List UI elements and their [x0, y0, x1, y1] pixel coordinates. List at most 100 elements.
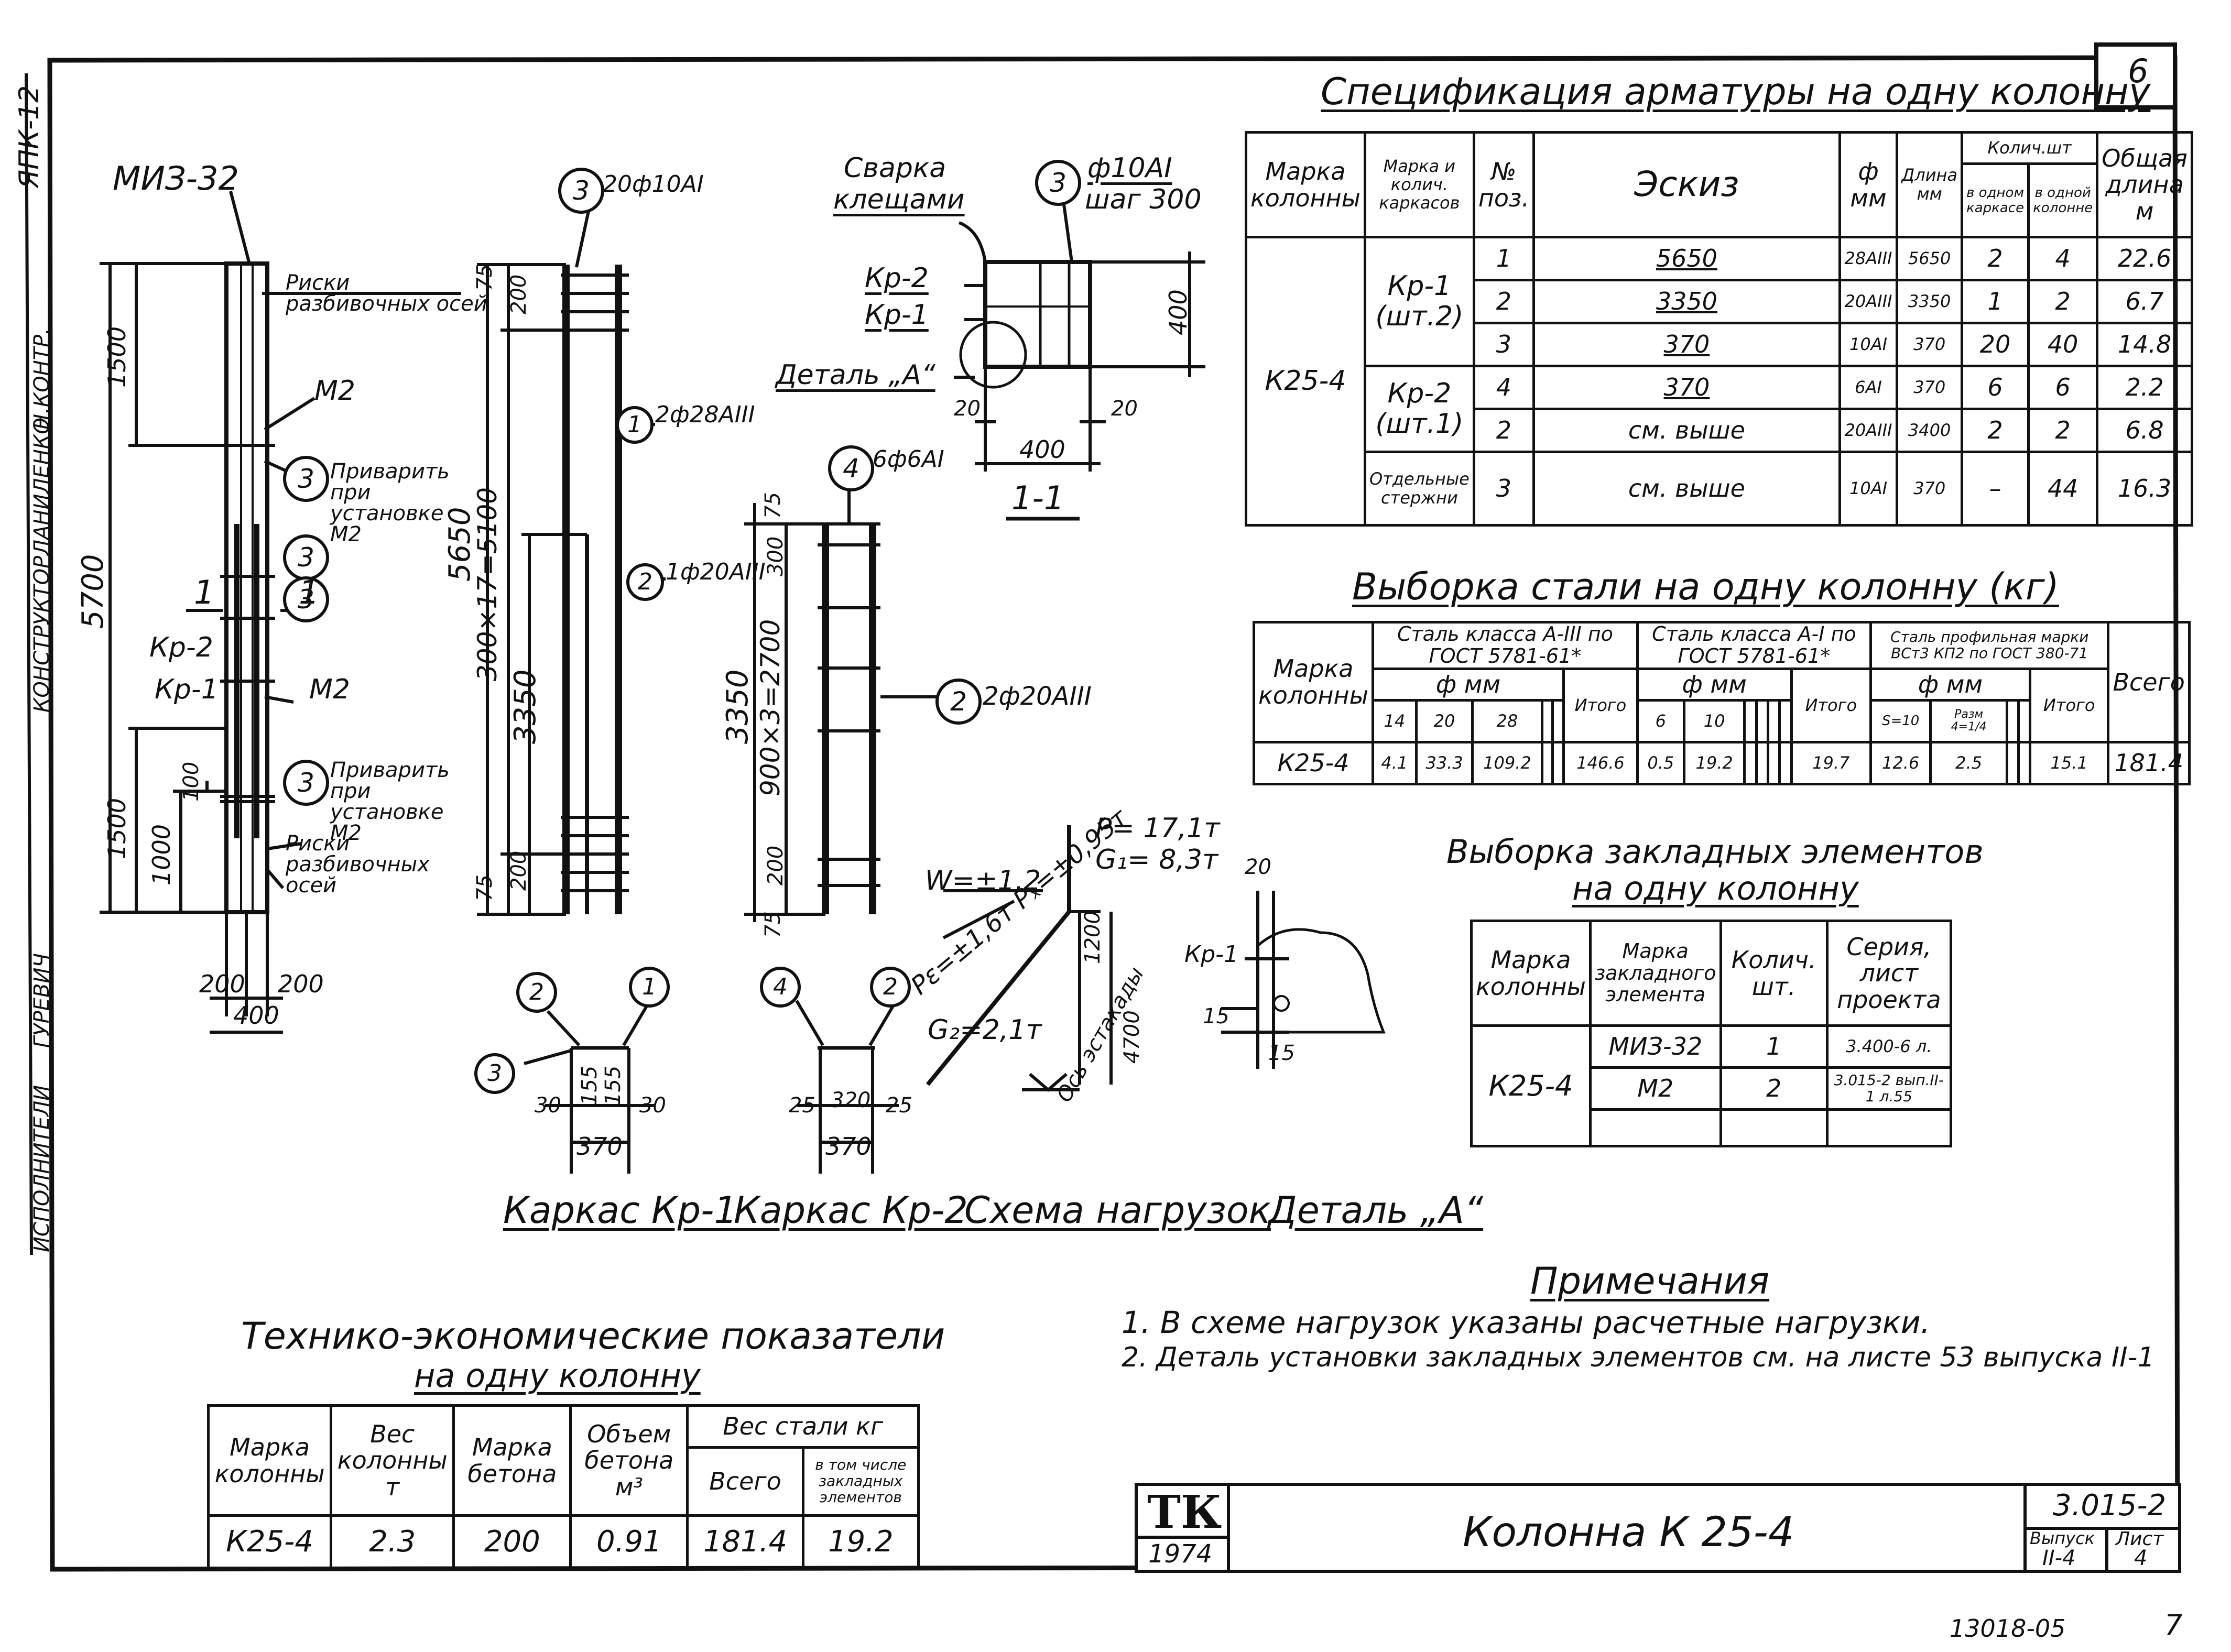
dim-1000: 1000 [147, 824, 176, 885]
steel-val-a3 [1551, 740, 1565, 785]
s11-dim-20-right: 20 [1111, 397, 1138, 421]
ind-h-steel-embedded: в том числе закладных элементов [801, 1446, 920, 1517]
emb-ref: 3.015-2 вып.II-1 л.55 [1825, 1066, 1953, 1111]
emb-row-2: М2 2 3.015-2 вып.II-1 л.55 [1472, 1066, 1953, 1111]
callout-3a: 3 [283, 456, 329, 502]
weld-label-2: клещами [833, 184, 965, 215]
notes-title: Примечания [1530, 1260, 1770, 1303]
kr1-dim-pitch: 300×17=5100 [472, 487, 503, 681]
spec-qc: 4 [2027, 236, 2099, 281]
emb-h-qty: Колич. шт. [1719, 920, 1829, 1027]
s11-dim-400-h: 400 [1164, 289, 1192, 335]
steel-h-itogo-prof: Итого [2028, 667, 2110, 743]
dim-1500-top: 1500 [103, 326, 131, 388]
load-dim-4700: 4700 [1120, 1010, 1144, 1064]
m2-label-bottom: М2 [309, 674, 350, 705]
spec-total: 16.3 [2096, 451, 2193, 527]
spec-frame-kr2: Кр-2 (шт.1) [1363, 365, 1475, 453]
steel-sub-a3: 20 [1414, 698, 1474, 743]
steel-h-group-a3: Сталь класса А-III по ГОСТ 5781-61* [1371, 621, 1639, 670]
spec-len: 3400 [1896, 408, 1964, 453]
dim-200-left: 200 [199, 970, 245, 998]
callout-kr1-1: 1 [616, 406, 654, 444]
spec-total: 22.6 [2096, 236, 2193, 281]
embed-miz32-label: МИЗ-32 [113, 159, 239, 198]
spec-row-1: К25-4 Кр-1 (шт.2) 1 5650 28АIII 5650 2 4… [1245, 236, 2193, 527]
side-top-code: ЯПК-12 [14, 85, 45, 189]
dim-100: 100 [179, 761, 203, 802]
steel-val-a3 [1540, 740, 1554, 785]
s11-dim-20-left: 20 [954, 397, 981, 421]
steel-sub-a1 [1743, 698, 1758, 743]
spec-row-2: 2 3350 20АIII 3350 1 2 6.7 [1246, 279, 2193, 324]
spec-len: 370 [1896, 322, 1964, 367]
spec-pos: 2 [1472, 279, 1536, 324]
emb-h-ref: Серия, лист проекта [1825, 920, 1953, 1027]
rebar-spec-table: Марка колонны Марка и колич. каркасов № … [1245, 131, 2193, 527]
steel-sub-a1 [1778, 698, 1793, 743]
load-g2: G₂=2,1т [928, 1014, 1042, 1046]
ind-h-weight: Вес колонны т [330, 1404, 455, 1517]
steel-val-a3: 109.2 [1471, 740, 1543, 785]
embedded-table: Марка колонны Марка закладного элемента … [1470, 920, 1953, 1147]
kr2-dim-75-bottom: 75 [761, 911, 785, 938]
spec-sketch: 3350 [1532, 279, 1841, 324]
steel-val-a1 [1743, 740, 1758, 785]
ind-val-steel: 181.4 [686, 1514, 804, 1569]
spec-qc: 2 [2027, 279, 2099, 324]
kr1-dim-75-bottom: 75 [473, 874, 497, 901]
side-label-5: Н.КОНТР. [30, 327, 54, 430]
section-mark-right: 1 [299, 573, 320, 611]
spec-sketch: 370 [1532, 322, 1841, 367]
callout-3d: 3 [283, 760, 329, 806]
callout-kr2-4: 4 [828, 445, 874, 491]
steel-sub-a3 [1540, 698, 1554, 743]
spec-qc: 44 [2027, 451, 2099, 527]
indicators-title-2: на одну колонну [414, 1356, 701, 1395]
footer-page: 7 [2164, 1609, 2183, 1642]
steel-val-a3-total: 146.6 [1562, 740, 1639, 785]
steel-val-a1 [1778, 740, 1793, 785]
ind-val-mark: К25-4 [206, 1514, 333, 1569]
spec-row-5: 2 см. выше 20АIII 3400 2 2 6.8 [1246, 408, 2193, 453]
spec-dia: 10АI [1838, 322, 1899, 367]
spec-total: 14.8 [2096, 322, 2193, 367]
spec-pos: 3 [1472, 322, 1536, 367]
xs-kr1-dim-155b: 155 [601, 1065, 625, 1106]
detail-a-ref: Деталь „А“ [776, 359, 935, 391]
indicators-title-1: Технико-экономические показатели [241, 1315, 945, 1358]
spec-qf: 1 [1961, 279, 2030, 324]
title-block-logo-cell: ТК 1974 [1138, 1486, 1230, 1570]
series-number: 3.015-2 [2053, 1489, 2167, 1523]
load-g1: G₁= 8,3т [1095, 844, 1218, 876]
dim-400-col: 400 [233, 1001, 279, 1030]
steel-val-prof: 2.5 [1929, 740, 2008, 785]
side-label-3: КОНСТРУКТОР [30, 555, 54, 713]
title-block-series-cell: 3.015-2 Выпуск II-4 Лист 4 [2023, 1486, 2181, 1570]
spec-len: 3350 [1896, 279, 1964, 324]
kr1-bar1-label: 2ф28АIII [655, 401, 755, 428]
emb-el: МИЗ-32 [1588, 1024, 1722, 1069]
kr2-dim-300-top: 300 [764, 536, 788, 576]
steel-sub-prof [2017, 698, 2031, 743]
title-frame-kr1: Каркас Кр-1 [503, 1189, 737, 1232]
load-w: W=±1,2 [925, 865, 1041, 896]
steel-sub-a1: 6 [1636, 698, 1685, 743]
steel-h-itogo-a1: Итого [1790, 667, 1872, 743]
callout-3c: 3 [283, 576, 329, 622]
xs-kr2-dim-320: 320 [831, 1088, 871, 1112]
steel-h-group-prof: Сталь профильная марки ВСт3 КП2 по ГОСТ … [1869, 621, 2110, 670]
steel-h-itogo-a3: Итого [1562, 667, 1639, 743]
callout-kr2-2: 2 [935, 679, 982, 725]
spec-len: 370 [1896, 451, 1964, 527]
steel-val-a3: 4.1 [1371, 740, 1418, 785]
emb-row-1: К25-4 МИЗ-32 1 3.400-6 л. [1470, 1024, 1953, 1147]
ind-h-volume: Объем бетона м³ [569, 1404, 689, 1517]
spec-len: 370 [1896, 365, 1964, 410]
steel-h-dia-a1: ф мм [1636, 667, 1793, 702]
issue-label: Выпуск [2030, 1528, 2095, 1548]
spec-sketch: 370 [1532, 365, 1841, 410]
spec-h-frame: Марка и колич. каркасов [1363, 131, 1475, 238]
kr2-label: Кр-2 [149, 632, 213, 663]
ind-val-weight: 2.3 [330, 1514, 455, 1569]
